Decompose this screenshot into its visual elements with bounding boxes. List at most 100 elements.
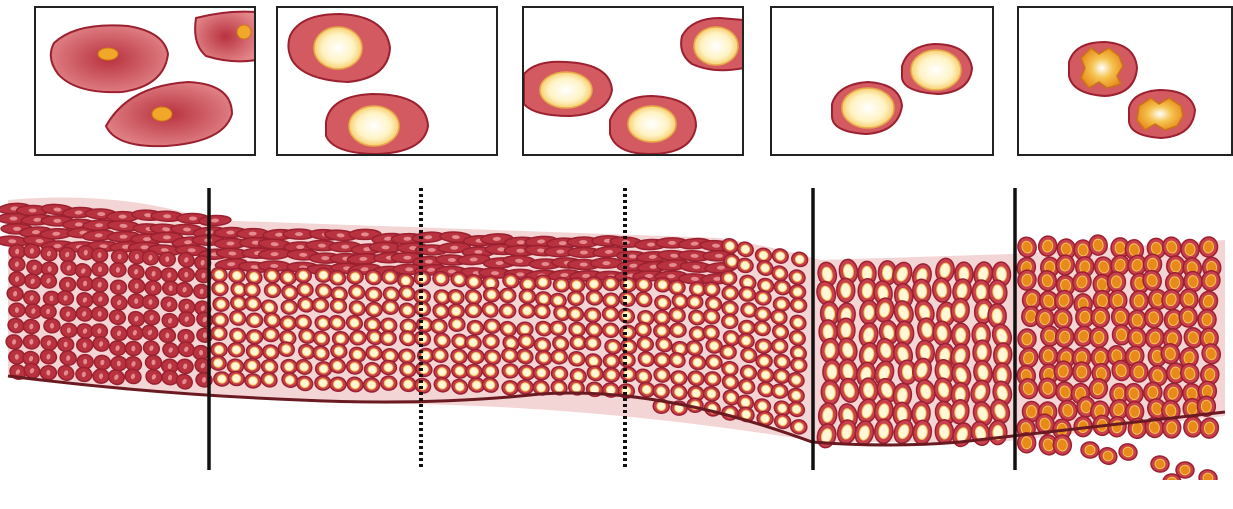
- stage-1-cells: [36, 8, 254, 154]
- nucleus: [863, 383, 874, 398]
- nucleus: [384, 363, 393, 372]
- nucleus: [992, 308, 1003, 323]
- tissue-cell: [246, 330, 263, 345]
- tissue-cell: [9, 303, 25, 317]
- tissue-cell: [280, 316, 296, 330]
- tissue-cell: [935, 419, 954, 444]
- nucleus: [29, 208, 37, 212]
- nucleus: [672, 283, 682, 292]
- nucleus: [319, 364, 328, 373]
- nucleus: [314, 27, 362, 69]
- nucleus: [725, 317, 734, 326]
- nucleus: [540, 72, 592, 108]
- nucleus: [487, 321, 497, 330]
- tissue-cell: [1150, 455, 1170, 473]
- nucleus: [916, 284, 927, 299]
- nucleus: [794, 422, 804, 431]
- nucleus: [775, 342, 785, 351]
- tissue-cell: [502, 380, 519, 395]
- tissue-cell: [483, 287, 500, 303]
- nucleus: [284, 319, 293, 327]
- stage-panel-2: [276, 6, 498, 156]
- tissue-cell: [687, 295, 704, 310]
- nucleus: [1169, 276, 1180, 289]
- tissue-cell: [502, 364, 519, 379]
- nucleus: [777, 300, 786, 309]
- tissue-cell: [91, 262, 108, 277]
- nucleus: [758, 309, 768, 318]
- nucleus: [1148, 386, 1158, 398]
- tissue-cell: [789, 284, 806, 299]
- nucleus: [214, 345, 223, 354]
- tissue-cell: [654, 324, 670, 338]
- nucleus: [657, 355, 667, 364]
- nucleus: [997, 368, 1007, 382]
- nucleus: [864, 305, 875, 320]
- nucleus: [1130, 405, 1140, 417]
- nucleus: [10, 217, 18, 221]
- nucleus: [1114, 387, 1125, 400]
- tissue-cell: [465, 303, 481, 318]
- tissue-cell: [722, 314, 739, 329]
- nucleus: [668, 241, 676, 245]
- nucleus: [403, 321, 413, 330]
- nucleus: [523, 307, 532, 316]
- nucleus: [248, 376, 257, 385]
- tissue-cell: [1073, 362, 1091, 382]
- nucleus: [384, 379, 393, 388]
- tissue-cell: [110, 279, 127, 295]
- nucleus: [383, 334, 392, 343]
- tissue-cell: [60, 277, 76, 291]
- tissue-cell: [895, 321, 914, 345]
- nucleus: [1201, 400, 1211, 412]
- nucleus: [899, 326, 909, 341]
- tissue-cell: [603, 367, 620, 382]
- nucleus: [1134, 366, 1144, 378]
- tissue-cell: [654, 277, 671, 292]
- nucleus: [1183, 311, 1194, 324]
- nucleus: [694, 27, 738, 65]
- tissue-cell: [145, 355, 162, 370]
- tissue-cell: [533, 366, 549, 380]
- nucleus: [1167, 422, 1177, 434]
- tissue-cell: [1163, 418, 1181, 438]
- nucleus: [882, 265, 892, 280]
- nucleus: [284, 302, 294, 311]
- nucleus: [503, 306, 513, 315]
- tissue-cell: [1091, 307, 1110, 328]
- nucleus: [555, 352, 564, 361]
- nucleus: [367, 380, 377, 389]
- tissue-cell: [1180, 239, 1200, 260]
- nucleus: [505, 383, 514, 392]
- nucleus: [862, 283, 873, 298]
- tissue-cell: [295, 268, 312, 283]
- nucleus: [823, 325, 834, 340]
- nucleus: [1095, 311, 1106, 324]
- tissue-cell: [109, 262, 126, 277]
- nucleus: [1187, 403, 1197, 415]
- tissue-cell: [468, 349, 485, 364]
- nucleus: [299, 271, 308, 280]
- nucleus: [298, 318, 308, 327]
- nucleus: [351, 273, 360, 281]
- nucleus: [1111, 276, 1121, 288]
- nucleus: [1132, 314, 1143, 327]
- tissue-cell: [142, 294, 159, 309]
- nucleus: [403, 256, 411, 260]
- nucleus: [1057, 439, 1068, 452]
- nucleus: [1170, 367, 1180, 379]
- tissue-cell: [178, 267, 195, 282]
- nucleus: [217, 374, 227, 383]
- nucleus: [316, 301, 326, 310]
- tissue-cell: [315, 268, 331, 282]
- nucleus: [760, 357, 769, 365]
- nucleus: [557, 280, 566, 289]
- nucleus: [723, 347, 733, 356]
- tissue-cell: [1053, 434, 1072, 455]
- nucleus: [98, 48, 118, 60]
- tissue-cell: [836, 278, 855, 303]
- nucleus: [1081, 401, 1091, 413]
- tissue-cell: [1199, 417, 1219, 439]
- tissue-cell: [1117, 442, 1138, 462]
- nucleus: [572, 325, 582, 334]
